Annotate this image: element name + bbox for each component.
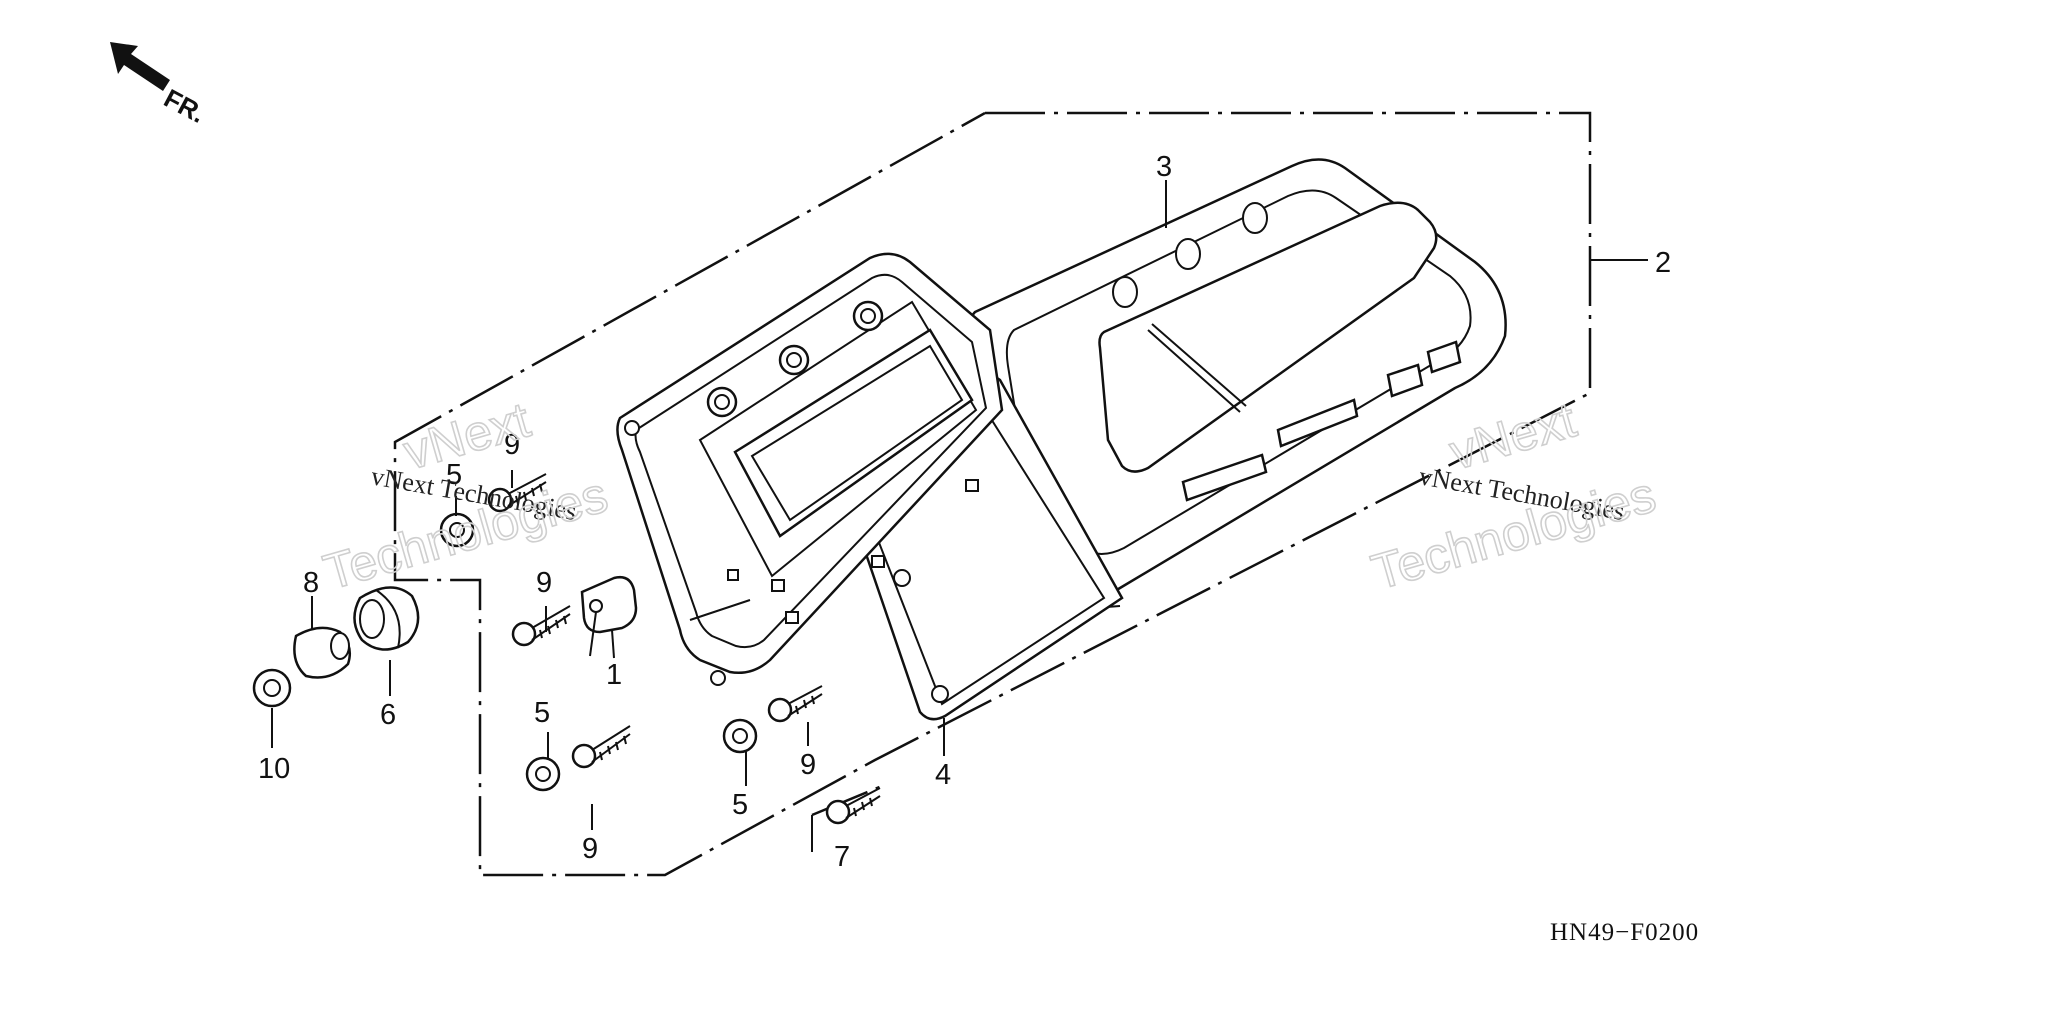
assembly-boundary: [393, 111, 1592, 877]
front-label: FR.: [159, 83, 210, 129]
screw-part: [571, 725, 631, 769]
watermark-left: vNext Technologies vNext Technologies: [317, 391, 615, 602]
callout-3: 3: [1156, 151, 1172, 183]
callout-7: 7: [834, 841, 850, 873]
front-arrow-icon: [110, 42, 170, 91]
callout-10: 10: [258, 753, 290, 785]
watermark-big-top: vNext: [398, 391, 536, 480]
clamp-part: [580, 576, 638, 634]
collar-part: [293, 626, 351, 679]
callout-9-upper: 9: [504, 429, 520, 461]
part-code: HN49−F0200: [1550, 919, 1699, 946]
callout-9-right: 9: [800, 749, 816, 781]
meter-housing-part: [616, 252, 1004, 686]
watermark-big-top: vNext: [1444, 391, 1582, 480]
callout-9-lower: 9: [582, 833, 598, 865]
screw-part: [511, 605, 571, 647]
callout-5-upper: 5: [446, 459, 462, 491]
callout-5-lower-left: 5: [534, 697, 550, 729]
nut-part: [252, 668, 292, 708]
callout-5-lower-right: 5: [732, 789, 748, 821]
screw-part: [767, 685, 823, 723]
leader-lines: [271, 180, 1648, 830]
callout-2: 2: [1655, 247, 1671, 279]
callout-4: 4: [935, 759, 951, 791]
grommet-part: [722, 718, 758, 754]
meter-visor-part: [963, 158, 1507, 614]
callout-1: 1: [606, 659, 622, 691]
screw-part: [487, 473, 547, 513]
screw-part: [825, 787, 881, 825]
grommet-part: [525, 756, 561, 792]
watermark-right: vNext Technologies vNext Technologies: [1365, 391, 1663, 602]
callout-6: 6: [380, 699, 396, 731]
callout-9-middle: 9: [536, 567, 552, 599]
callout-8: 8: [303, 567, 319, 599]
mount-rubber-part: [353, 586, 420, 651]
